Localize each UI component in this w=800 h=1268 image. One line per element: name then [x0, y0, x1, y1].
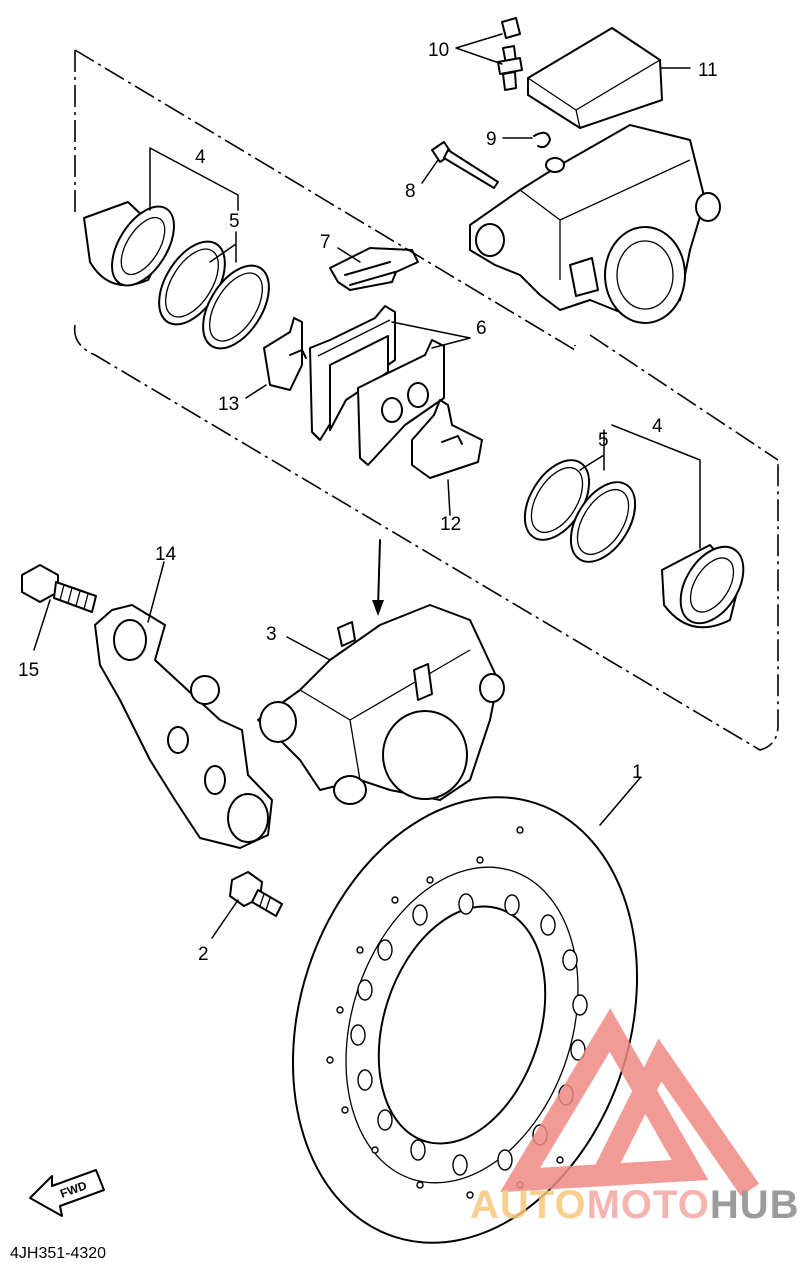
bleed-screw-part: [497, 17, 523, 91]
forward-direction-arrow: FWD: [29, 1169, 105, 1217]
brake-pad-part-2: [357, 339, 445, 466]
leader-lines: [33, 33, 701, 939]
callout-3: 3: [266, 624, 277, 645]
bracket-bolt-part: [21, 564, 97, 613]
piston-part-lower: [661, 544, 745, 629]
callout-1: 1: [632, 762, 643, 783]
callout-13: 13: [218, 394, 239, 415]
callout-2: 2: [198, 944, 209, 965]
piston-seals-lower: [523, 459, 637, 563]
exploded-view-frame: [73, 49, 779, 751]
callout-12: 12: [440, 514, 461, 535]
pad-spring-part: [329, 247, 419, 291]
callout-6: 6: [476, 318, 487, 339]
brake-pad-part-1: [309, 305, 396, 441]
callout-5-lower: 5: [598, 430, 609, 451]
callout-4-upper: 4: [195, 147, 206, 168]
callout-14: 14: [155, 544, 177, 565]
watermark-hub: HUB: [710, 1183, 800, 1227]
automotohub-watermark: AUTOMOTOHUB: [470, 1008, 800, 1227]
callout-5-upper: 5: [229, 211, 240, 232]
piston-seals-upper: [158, 240, 270, 350]
piston-part-upper: [83, 201, 175, 287]
callout-labels: 1 2 3 4 5 6 7 8 9 10 11 12 13 14 15 5 4: [18, 40, 718, 965]
callout-4-lower: 4: [652, 416, 663, 437]
svg-text:AUTOMOTOHUB: AUTOMOTOHUB: [470, 1183, 800, 1227]
watermark-auto: AUTO: [470, 1183, 587, 1227]
caliper-bracket-part: [94, 604, 273, 849]
caliper-assembly-part: [257, 604, 505, 805]
watermark-triangle-logo: [499, 1008, 760, 1197]
diagram-part-code: 4JH351-4320: [10, 1245, 106, 1262]
upper-caliper-body: [469, 124, 721, 324]
watermark-moto: MOTO: [587, 1183, 710, 1227]
clip-part: [533, 131, 551, 149]
pad-shim-part-13: [263, 317, 303, 391]
callout-7: 7: [320, 232, 331, 253]
pad-shim-part-12: [411, 399, 483, 479]
disc-bolt-part: [229, 871, 283, 917]
callout-9: 9: [486, 129, 497, 150]
caliper-cover-part: [527, 27, 663, 129]
callout-11: 11: [698, 60, 718, 81]
pad-pin-part: [431, 141, 499, 189]
callout-8: 8: [405, 181, 416, 202]
callout-10: 10: [428, 40, 449, 61]
callout-15: 15: [18, 660, 39, 681]
